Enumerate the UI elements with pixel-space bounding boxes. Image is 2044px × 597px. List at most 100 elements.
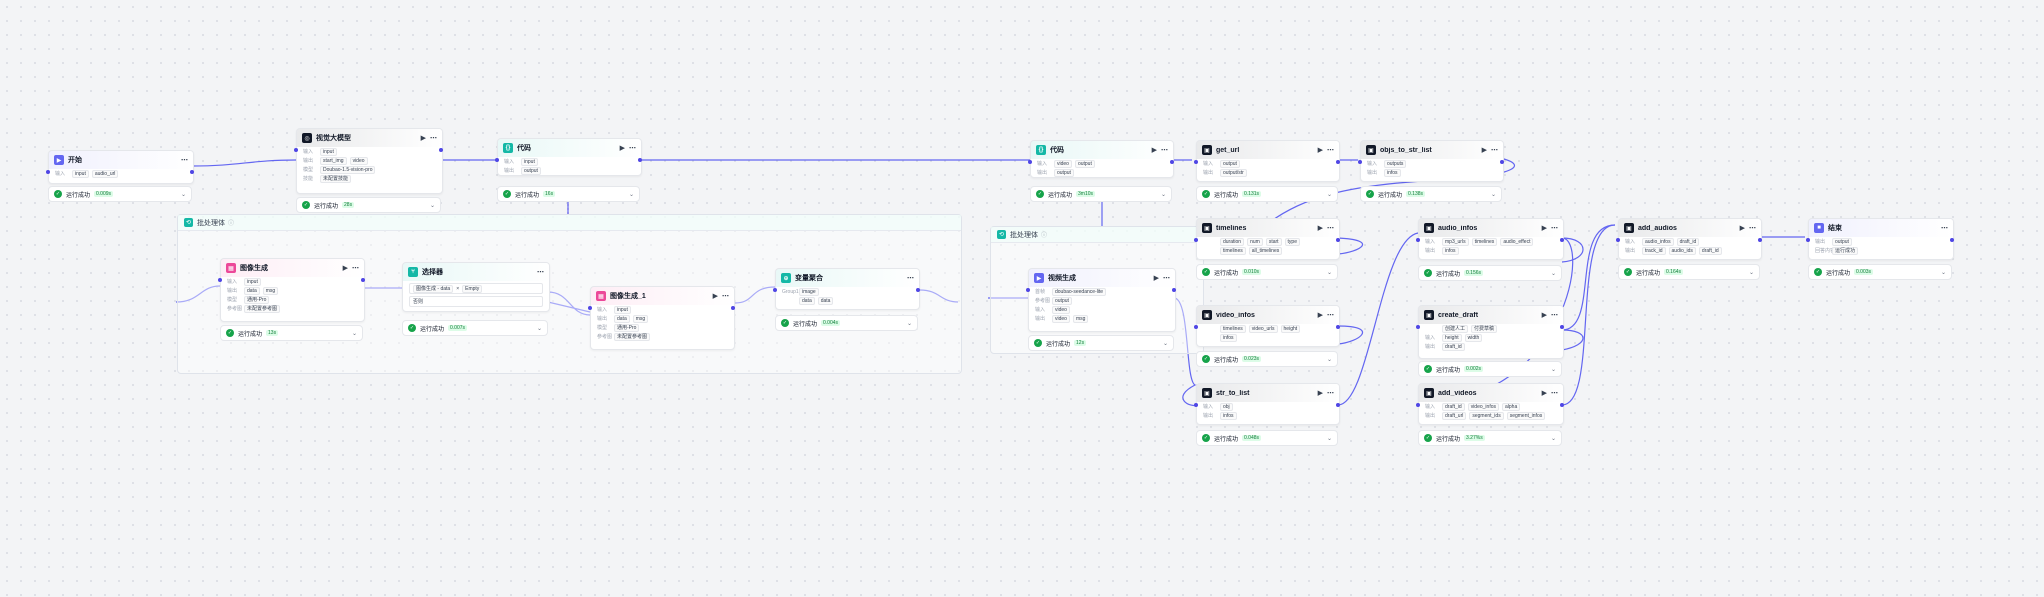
output-port[interactable]	[1336, 325, 1340, 329]
input-port[interactable]	[1358, 160, 1362, 164]
output-port[interactable]	[916, 288, 920, 292]
input-port[interactable]	[1616, 238, 1620, 242]
chevron-down-icon[interactable]: ⌄	[1748, 269, 1754, 276]
more-icon[interactable]: ⋯	[1749, 225, 1756, 232]
chevron-down-icon[interactable]: ⌄	[1490, 191, 1496, 198]
run-icon[interactable]: ▶	[420, 135, 426, 142]
run-icon[interactable]: ▶	[1541, 225, 1547, 232]
more-icon[interactable]: ⋯	[629, 145, 636, 152]
more-icon[interactable]: ⋯	[537, 269, 544, 276]
more-icon[interactable]: ⋯	[1941, 225, 1948, 232]
output-port[interactable]	[1560, 238, 1564, 242]
chevron-down-icon[interactable]: ⌄	[1550, 435, 1556, 442]
input-port[interactable]	[1028, 160, 1032, 164]
more-icon[interactable]: ⋯	[1551, 225, 1558, 232]
chevron-down-icon[interactable]: ⌄	[1162, 340, 1168, 347]
chevron-down-icon[interactable]: ⌄	[351, 330, 357, 337]
input-port[interactable]	[495, 158, 499, 162]
run-icon[interactable]: ▶	[619, 145, 625, 152]
output-port[interactable]	[439, 148, 443, 152]
more-icon[interactable]: ⋯	[352, 265, 359, 272]
more-icon[interactable]: ⋯	[430, 135, 437, 142]
chevron-down-icon[interactable]: ⌄	[906, 320, 912, 327]
more-icon[interactable]: ⋯	[1327, 225, 1334, 232]
output-port[interactable]	[1336, 160, 1340, 164]
output-port[interactable]	[1560, 403, 1564, 407]
input-port[interactable]	[1026, 288, 1030, 292]
more-icon[interactable]: ⋯	[1163, 275, 1170, 282]
chevron-down-icon[interactable]: ⌄	[1326, 435, 1332, 442]
chevron-down-icon[interactable]: ⌄	[1160, 191, 1166, 198]
run-icon[interactable]: ▶	[1151, 147, 1157, 154]
more-icon[interactable]: ⋯	[1551, 390, 1558, 397]
input-port[interactable]	[294, 148, 298, 152]
output-port[interactable]	[1500, 160, 1504, 164]
output-port[interactable]	[1560, 325, 1564, 329]
more-icon[interactable]: ⋯	[1327, 312, 1334, 319]
output-port[interactable]	[1336, 238, 1340, 242]
input-port[interactable]	[46, 170, 50, 174]
chevron-down-icon[interactable]: ⌄	[1326, 356, 1332, 363]
run-icon[interactable]: ▶	[1541, 312, 1547, 319]
chevron-down-icon[interactable]: ⌄	[1550, 366, 1556, 373]
output-port[interactable]	[361, 278, 365, 282]
chevron-down-icon[interactable]: ⌄	[1940, 269, 1946, 276]
input-port[interactable]	[1194, 160, 1198, 164]
close-icon[interactable]: ×	[456, 285, 460, 292]
run-icon[interactable]: ▶	[712, 293, 718, 300]
output-port[interactable]	[1172, 288, 1176, 292]
more-icon[interactable]: ⋯	[1551, 312, 1558, 319]
chevron-down-icon[interactable]: ⌄	[628, 191, 634, 198]
chevron-down-icon[interactable]: ⌄	[1326, 191, 1332, 198]
chevron-down-icon[interactable]: ⌄	[1326, 269, 1332, 276]
input-port[interactable]	[1194, 325, 1198, 329]
more-icon[interactable]: ⋯	[1327, 390, 1334, 397]
output-port[interactable]	[1336, 403, 1340, 407]
run-icon[interactable]: ▶	[1317, 147, 1323, 154]
input-port[interactable]	[588, 306, 592, 310]
more-icon[interactable]: ⋯	[1327, 147, 1334, 154]
input-port[interactable]	[218, 278, 222, 282]
input-port[interactable]	[1416, 325, 1420, 329]
input-port[interactable]	[1806, 238, 1810, 242]
input-port[interactable]	[1194, 238, 1198, 242]
input-port[interactable]	[773, 288, 777, 292]
run-icon[interactable]: ▶	[342, 265, 348, 272]
run-icon[interactable]: ▶	[1153, 275, 1159, 282]
run-icon[interactable]: ▶	[1481, 147, 1487, 154]
more-icon[interactable]: ⋯	[907, 275, 914, 282]
output-port[interactable]	[1950, 238, 1954, 242]
output-port[interactable]	[731, 306, 735, 310]
chevron-down-icon[interactable]: ⌄	[1550, 270, 1556, 277]
more-icon[interactable]: ⋯	[1161, 147, 1168, 154]
output-port[interactable]	[1170, 160, 1174, 164]
input-port[interactable]	[1194, 403, 1198, 407]
